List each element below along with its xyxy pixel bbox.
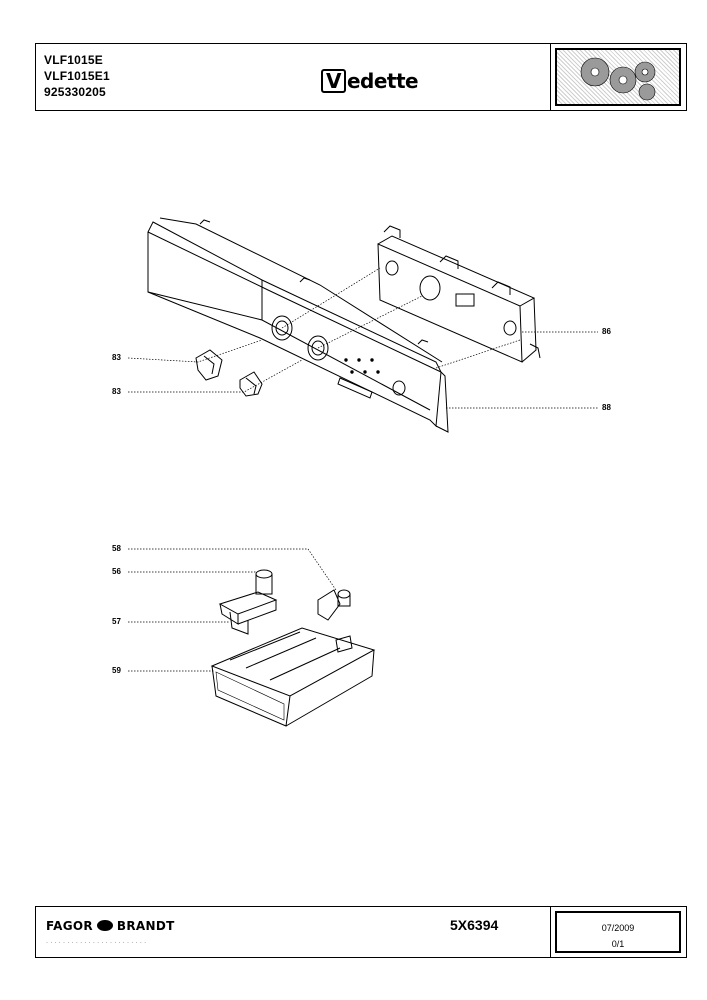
assembly-line-1: [281, 267, 381, 329]
leader-58: [128, 548, 337, 591]
callout-83-lower: 83: [112, 387, 121, 396]
callout-59: 59: [112, 666, 121, 675]
leader-83a: [127, 339, 263, 363]
siphon-cap: [218, 569, 278, 635]
date-inner-frame: 07/2009 0/1: [555, 911, 681, 953]
knob-small: [239, 371, 263, 397]
footer-frame: FAGOR BRANDT · · · · · · · · · · · · · · …: [35, 906, 687, 958]
model-code-2: VLF1015E1: [44, 69, 110, 83]
callout-57: 57: [112, 617, 121, 626]
gears-icon: [555, 48, 681, 106]
date-box: 07/2009 0/1: [550, 907, 686, 957]
part-number: 925330205: [44, 85, 106, 99]
document-revision: 0/1: [611, 939, 625, 949]
logo-v-mark: V: [321, 69, 346, 93]
document-code: 5X6394: [450, 917, 499, 933]
gears-graphic: [580, 57, 656, 101]
logo-disc-icon: [96, 920, 113, 931]
siphon-lever: [317, 589, 353, 653]
logo-text: edette: [346, 69, 419, 93]
document-date: 07/2009: [601, 923, 635, 933]
callout-88: 88: [602, 403, 611, 412]
electronic-board: [377, 225, 541, 363]
assembly-line-2: [317, 295, 423, 349]
fagor-brandt-logo: FAGOR BRANDT: [46, 919, 175, 933]
callout-83-upper: 83: [112, 353, 121, 362]
logo-brandt-text: BRANDT: [116, 919, 175, 933]
leader-83b: [128, 359, 303, 393]
callout-86: 86: [602, 327, 611, 336]
logo-fagor-text: FAGOR: [46, 919, 93, 933]
assembly-line-3: [435, 339, 521, 369]
gear-logo-box: [550, 44, 686, 110]
knob-large: [195, 349, 223, 381]
logo-tagline: · · · · · · · · · · · · · · · · · · · · …: [46, 940, 147, 946]
model-code-1: VLF1015E: [44, 53, 103, 67]
detergent-drawer: [210, 627, 376, 727]
callout-56: 56: [112, 567, 121, 576]
callout-58: 58: [112, 544, 121, 553]
control-panel-fascia: [147, 217, 449, 433]
